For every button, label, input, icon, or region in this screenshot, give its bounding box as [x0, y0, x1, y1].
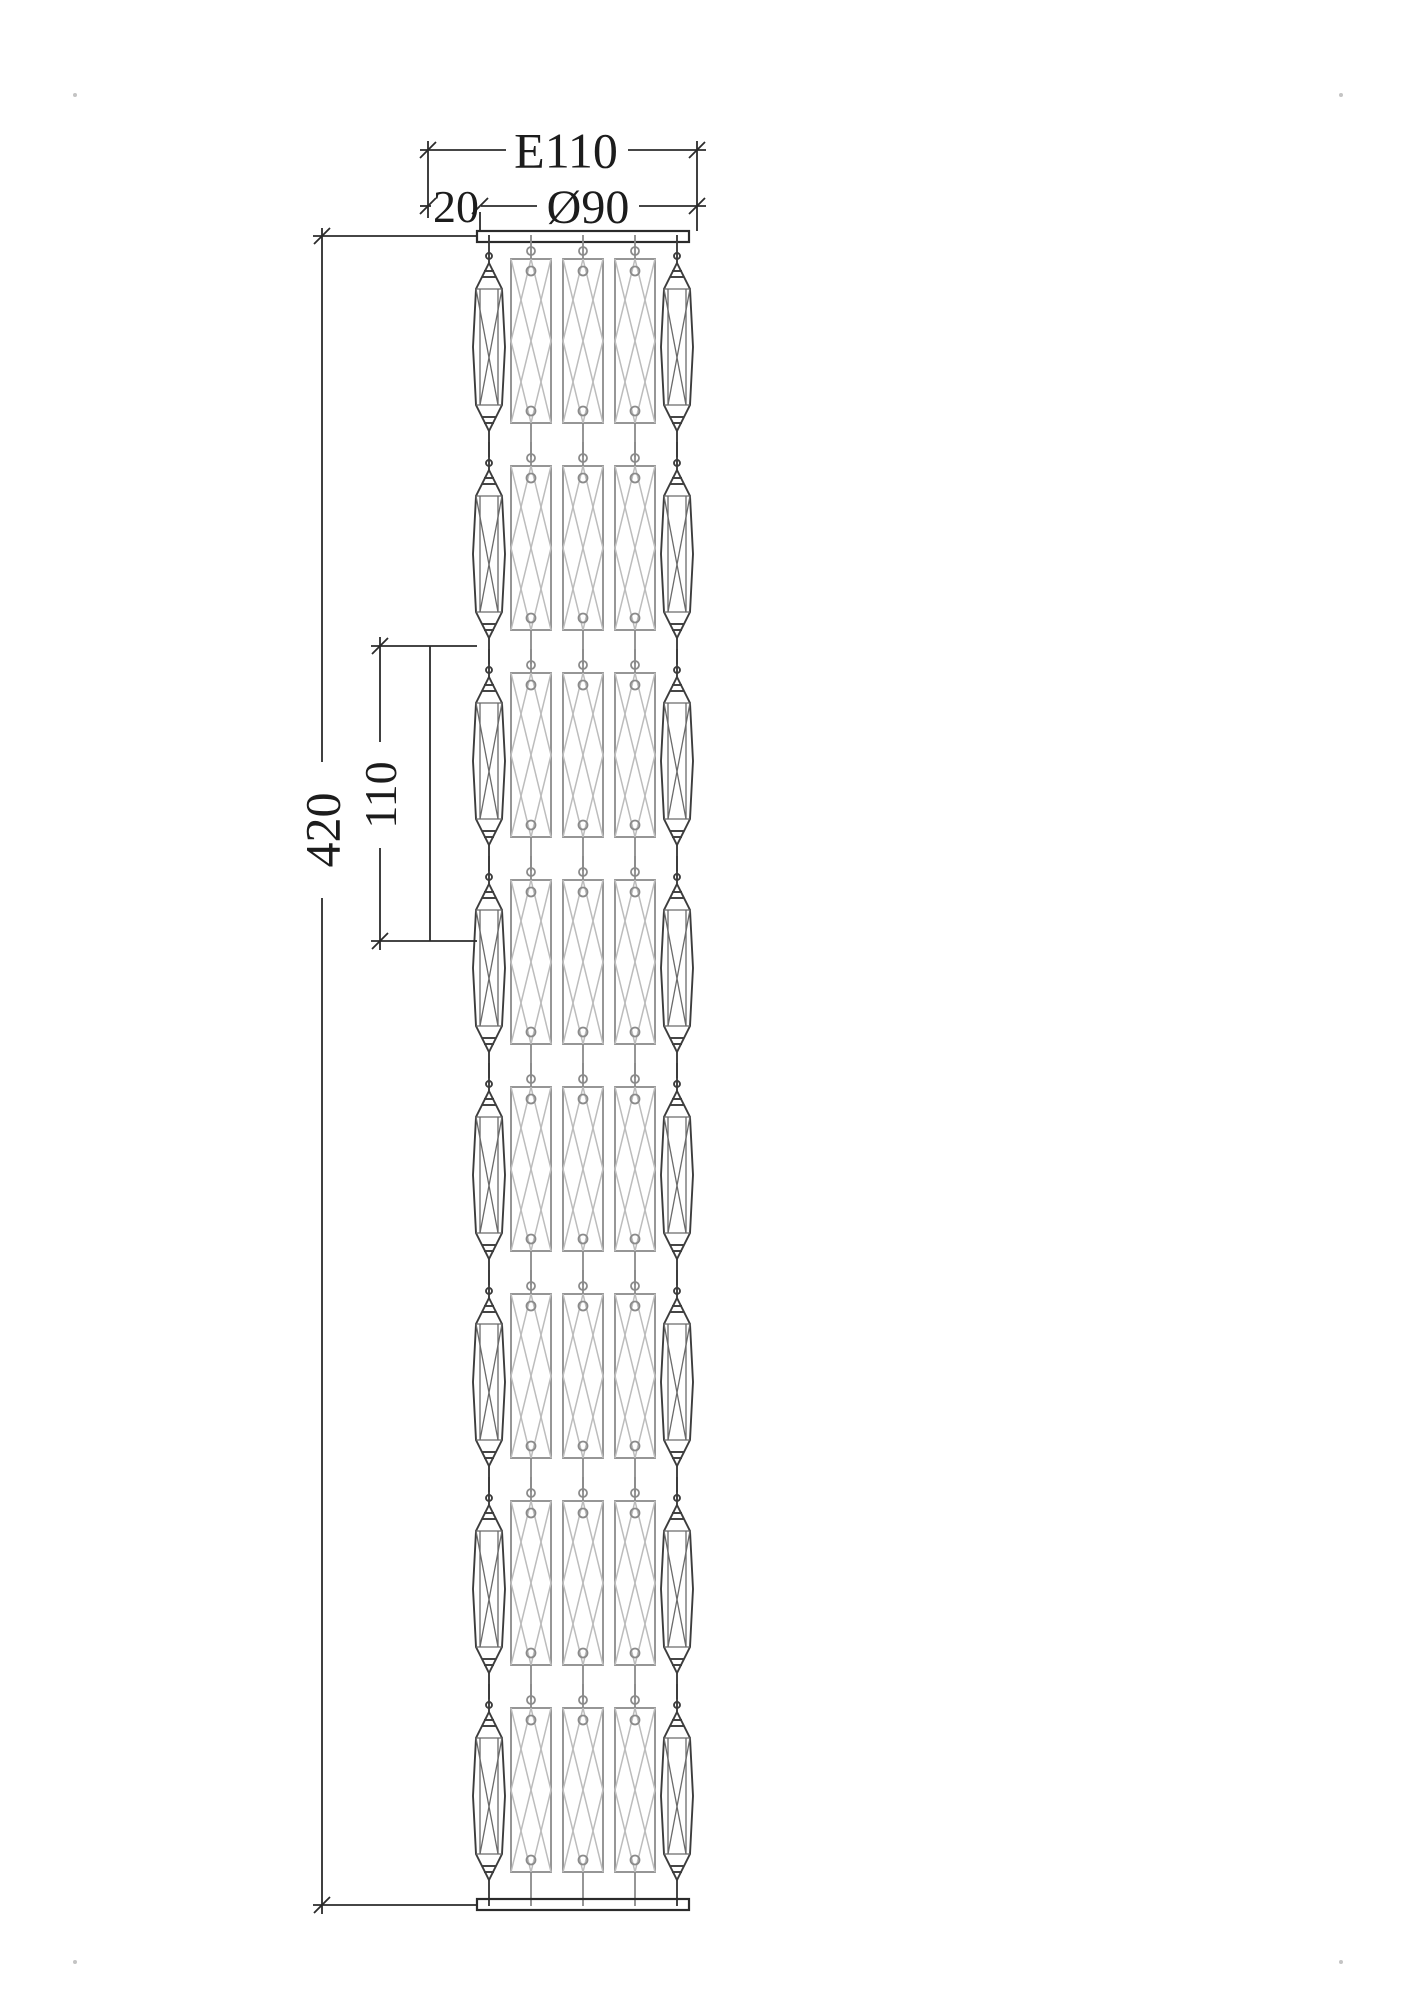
dim-label-section-height: 110: [355, 761, 406, 828]
crystal-modules: [473, 235, 693, 1906]
crystal-module-3: [473, 649, 693, 871]
dim-label-overall-height: 420: [295, 793, 351, 868]
dim-label-body-diameter: Ø90: [547, 181, 630, 234]
crystal-module-8: [473, 1684, 693, 1906]
crystal-module-7: [473, 1477, 693, 1699]
page-marks: [73, 93, 1343, 1964]
dimension-diameter-and-offset: 20 Ø90: [419, 181, 706, 234]
crystal-module-2: [473, 442, 693, 664]
crystal-module-1: [473, 235, 693, 457]
crystal-module-6: [473, 1270, 693, 1492]
crystal-module-4: [473, 856, 693, 1078]
fixture: [473, 229, 693, 1912]
crystal-module-5: [473, 1063, 693, 1285]
dimension-overall-width: E110: [419, 123, 706, 231]
dim-label-overall-width: E110: [514, 123, 618, 179]
dim-label-side-offset: 20: [433, 181, 479, 232]
dimension-overall-height: 420: [295, 227, 477, 1914]
dimension-section-height: 110: [355, 637, 477, 950]
